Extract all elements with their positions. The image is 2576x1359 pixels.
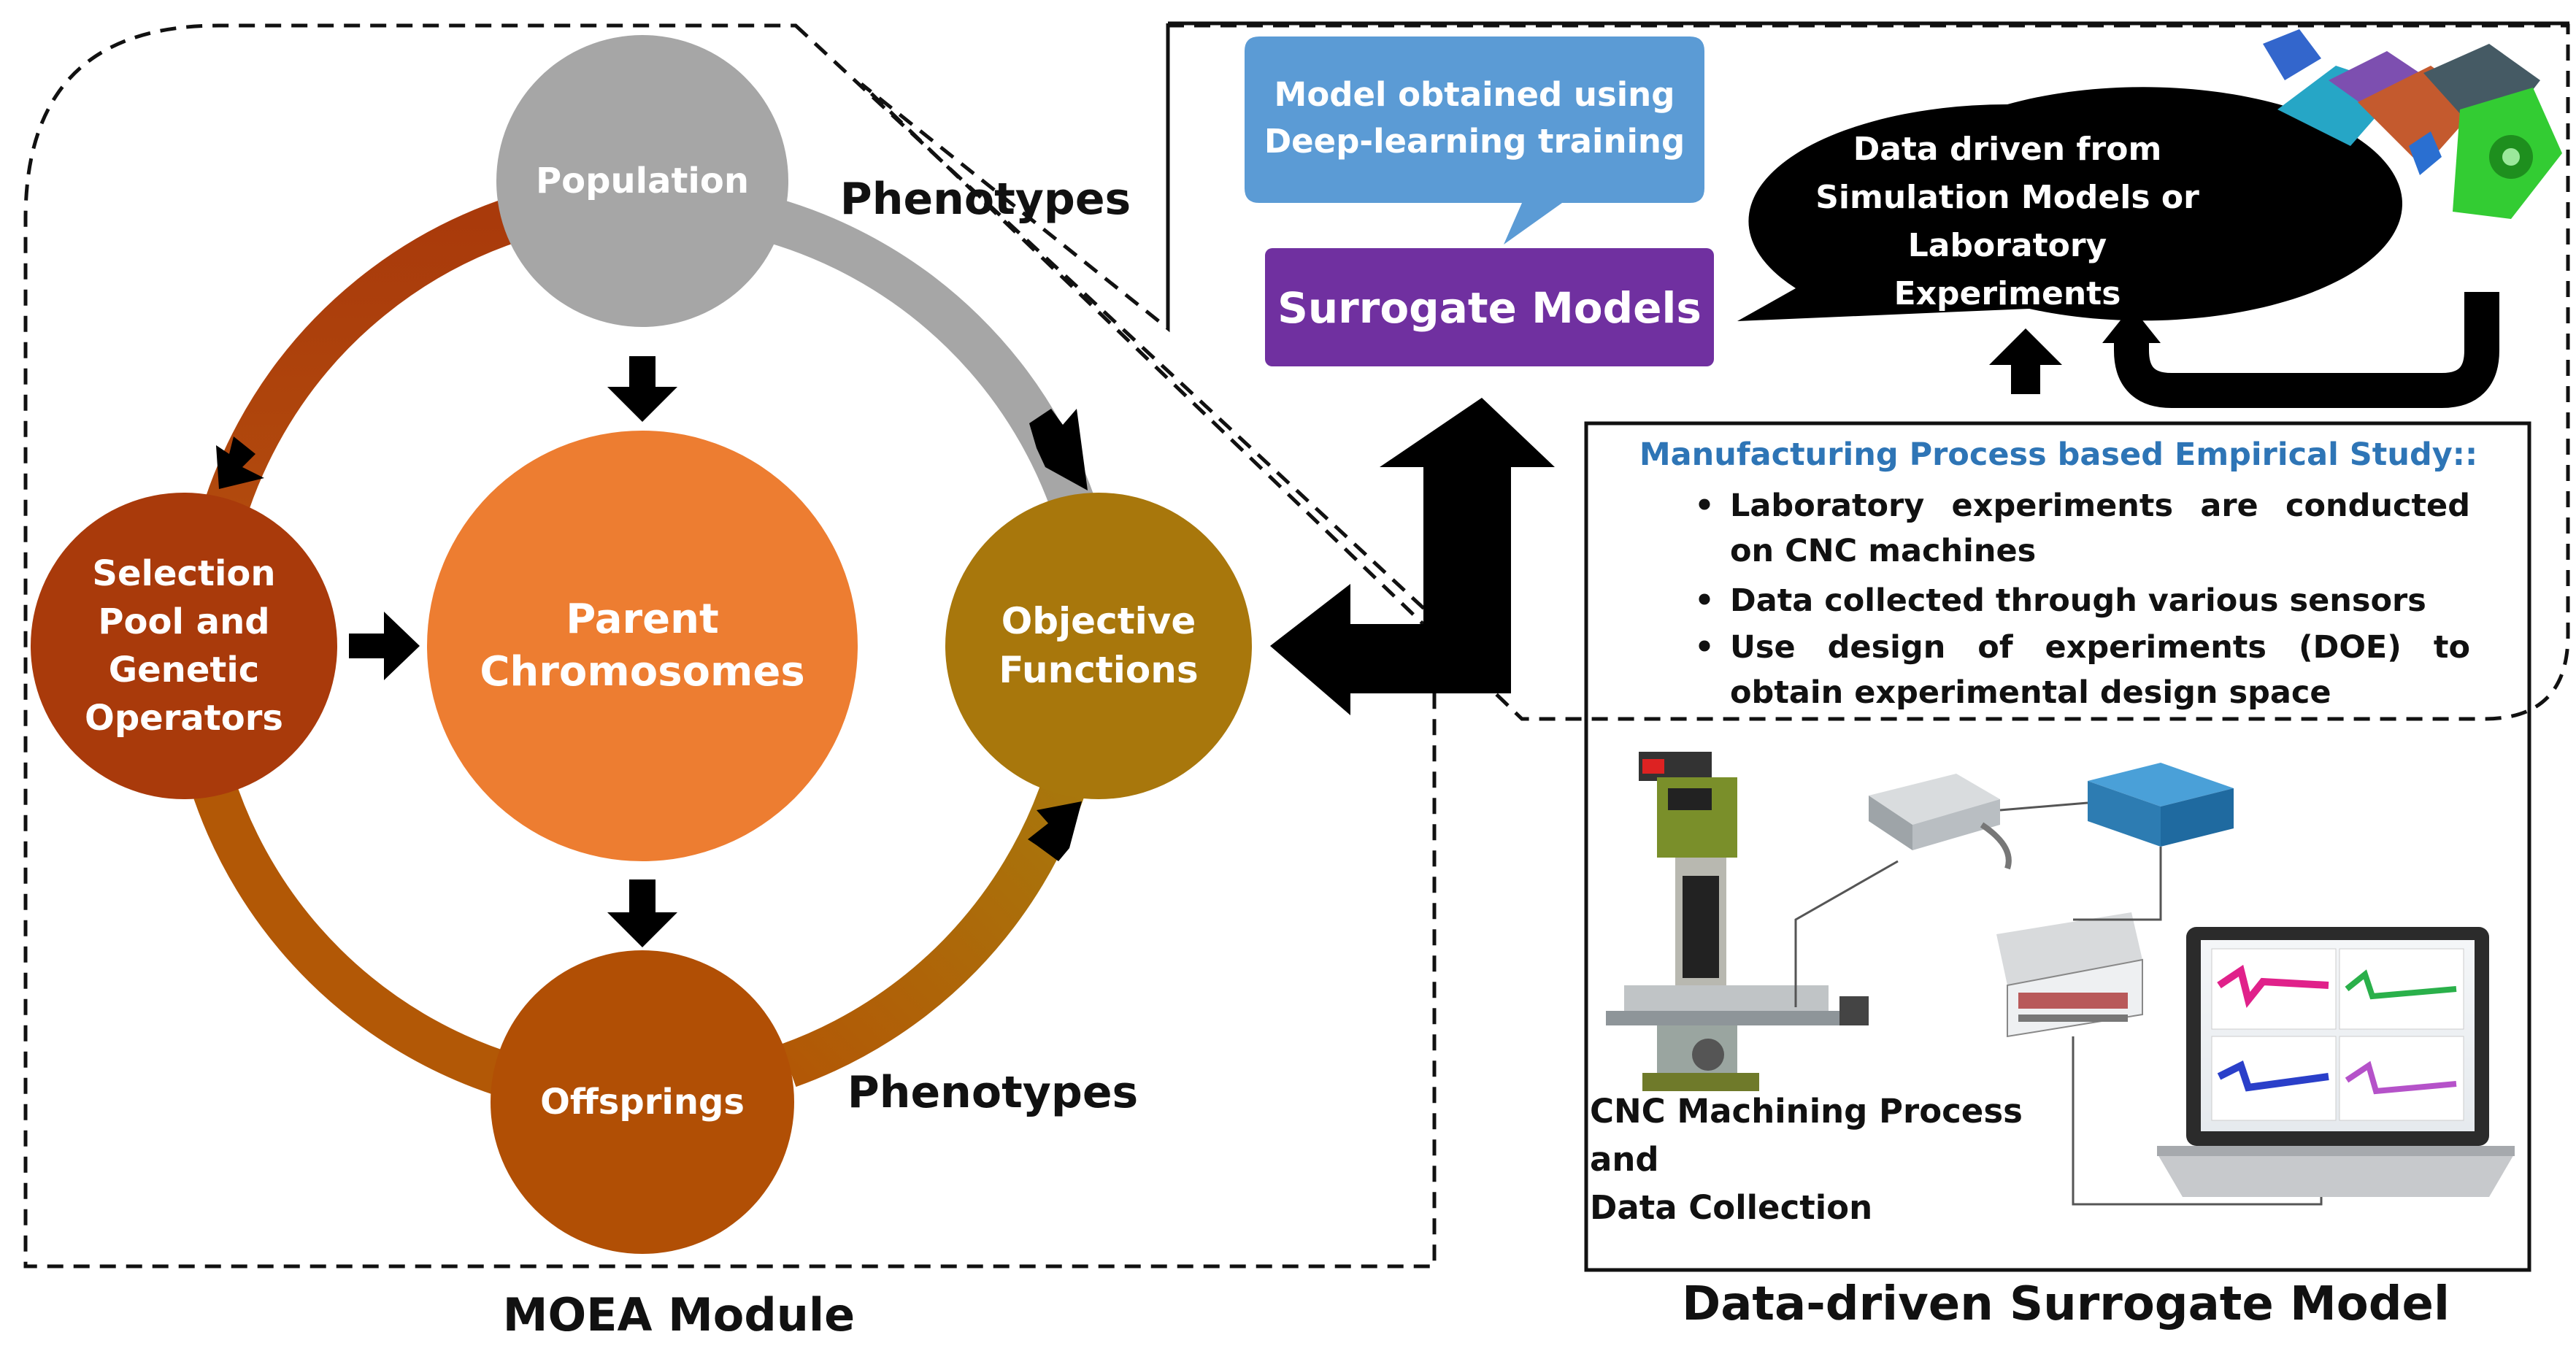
signal-wires [1794,801,2323,1206]
empirical-study-box [1584,421,2531,1272]
data-driven-speech-text: Data driven from Simulation Models or La… [1815,131,2199,312]
dynamometer-illustration [1869,774,2012,870]
offsprings-label: Offsprings [540,1082,745,1123]
arrow-parent-to-offsprings [607,879,677,947]
arrow-ring-to-objective [1029,409,1088,490]
moea-region-border [23,23,1437,1268]
empirical-study-title: Manufacturing Process based Empirical St… [1639,436,2478,473]
surrogate-model-title: Data-driven Surrogate Model [1682,1277,2450,1331]
return-arrow [2114,292,2499,408]
objective-functions-label: Objective Functions [999,600,1199,691]
moea-module-title: MOEA Module [502,1288,856,1341]
surrogate-region-border [860,23,2570,721]
ring-arc-gray [732,189,1110,560]
surrogate-models-label: Surrogate Models [1277,283,1702,333]
bullet-dot: • [1694,582,1715,619]
population-node [496,35,788,327]
phenotypes-top-label: Phenotypes [839,174,1131,225]
data-driven-speech-bubble [1737,87,2403,321]
cnc-caption: CNC Machining Process and Data Collectio… [1590,1092,2023,1227]
arrow-population-to-parent [607,356,677,422]
empirical-study-bullet: • Laboratory experiments are conducted o… [1679,483,2470,574]
objective-functions-node [945,493,1252,799]
phenotypes-bottom-label: Phenotypes [847,1067,1139,1118]
laptop-illustration [2157,927,2515,1197]
surrogate-frame [1166,21,2569,328]
parent-chromosomes-node [427,431,858,861]
empirical-study-bullet: • Data collected through various sensors [1679,578,2470,623]
flow-arrows [216,356,1088,947]
population-label: Population [535,161,750,201]
ring-arc-bottom-right [780,774,1088,1087]
arrow-selection-to-parent [349,612,420,680]
surrogate-models-box [1265,248,1714,366]
deep-learning-callout [1245,36,1704,245]
offsprings-node [491,950,794,1254]
selection-pool-label: Selection Pool and Genetic Operators [85,553,283,739]
arrow-ring-to-objective-bottom [1028,801,1082,861]
cnc-machine-illustration [1606,752,1869,1091]
empirical-study-bullet: • Use design of experiments (DOE) to obt… [1679,625,2470,715]
deep-learning-callout-text: Model obtained using Deep-learning train… [1264,75,1685,161]
arrow-ring-to-selection [216,436,264,489]
amplifier-illustration [1996,912,2143,1038]
ring-arc-bottom-left [190,774,518,1098]
parent-chromosomes-label: Parent Chromosomes [480,596,805,696]
bullet-text: Use design of experiments (DOE) to obtai… [1730,629,2470,711]
selection-pool-node [31,493,337,799]
bullet-text: Data collected through various sensors [1730,582,2426,619]
arrow-up-to-speech [1989,328,2062,394]
return-arrow-head [2102,307,2161,343]
simulation-model-illustration [2263,29,2562,219]
bullet-dot: • [1694,629,1715,666]
bullet-text: Laboratory experiments are conducted on … [1730,488,2470,569]
bullet-dot: • [1694,488,1715,524]
daq-illustration [2088,763,2234,847]
connector-arrow [1270,398,1555,715]
